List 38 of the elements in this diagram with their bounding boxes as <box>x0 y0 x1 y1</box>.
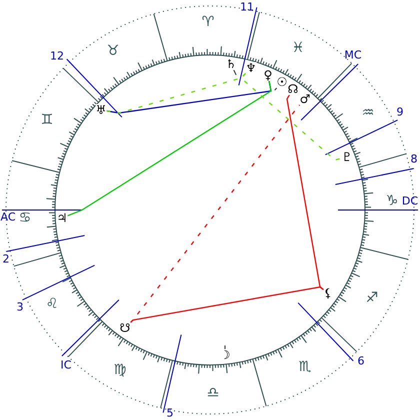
house-cusp-label: 9 <box>396 106 404 118</box>
planet-glyph: ⚸ <box>324 287 332 299</box>
house-cusp-label: 11 <box>240 2 254 12</box>
planet-glyph: ♂ <box>300 93 310 105</box>
house-cusp-label: 2 <box>2 254 10 264</box>
aspect-line <box>240 72 342 161</box>
planet-glyph: ♄ <box>226 58 236 70</box>
house-cusp-label: 5 <box>166 408 174 418</box>
house-cusp-label: DC <box>402 196 418 206</box>
zodiac-sign-symbol: ♑ <box>386 194 398 208</box>
zodiac-sign-symbol: ♍ <box>114 363 126 377</box>
planet-glyph: ♇ <box>342 151 352 163</box>
zodiac-sign-symbol: ♒ <box>362 106 374 120</box>
house-cusp-label: AC <box>0 212 16 222</box>
planet-glyph: ♃ <box>56 212 68 224</box>
planet-glyph: ☊ <box>288 83 298 95</box>
zodiac-sign-symbol: ♈ <box>202 15 214 29</box>
planet-glyph: ♀ <box>264 69 272 81</box>
zodiac-sign-symbol: ♎ <box>206 386 220 400</box>
zodiac-sign-symbol: ♉ <box>106 44 120 58</box>
planet-glyph: ♆ <box>246 62 256 74</box>
aspect-line <box>130 104 300 324</box>
zodiac-sign-symbol: ♐ <box>366 291 378 305</box>
house-cusp-label: MC <box>344 50 362 60</box>
house-cusp-label: 3 <box>16 302 24 312</box>
zodiac-sign-symbol: ♌ <box>46 297 58 311</box>
house-cusp-label: IC <box>60 360 72 370</box>
aspect-line <box>67 80 272 216</box>
planet-glyph: ☉ <box>276 76 288 88</box>
zodiac-sign-symbol: ♋ <box>18 211 32 225</box>
planet-glyph: ♅ <box>96 104 106 116</box>
zodiac-sign-symbol: ♓ <box>292 41 304 55</box>
zodiac-sign-symbol: ♏ <box>298 360 312 374</box>
house-cusp-label: 8 <box>410 154 418 164</box>
house-cusp-label: 12 <box>50 50 64 62</box>
planet-glyph: ☋ <box>120 322 130 334</box>
zodiac-sign-symbol: ♊ <box>40 113 54 127</box>
house-cusp-label: 6 <box>358 356 364 366</box>
